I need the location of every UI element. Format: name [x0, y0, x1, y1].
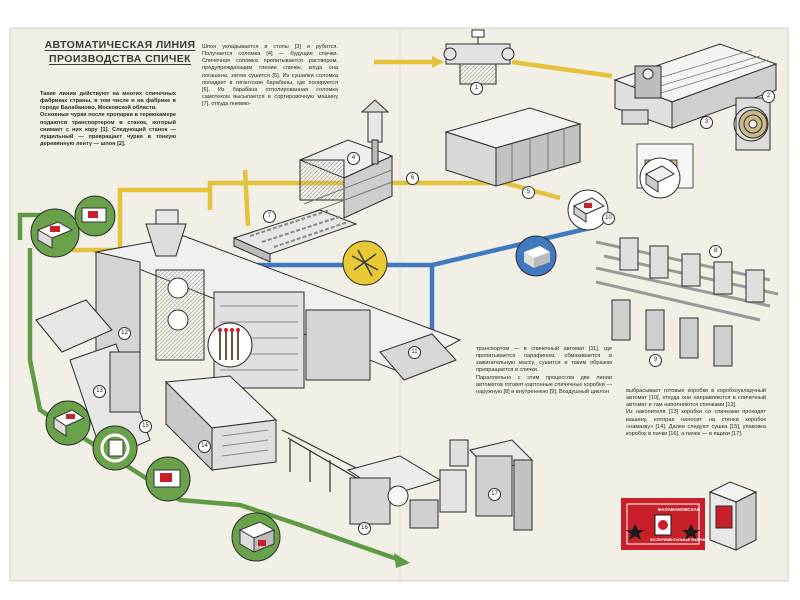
step-number-16: 16: [358, 522, 371, 535]
step-number-17: 17: [488, 488, 501, 501]
green-arrow-head: [394, 553, 410, 568]
callout-box-white-right: [567, 189, 609, 231]
factory-logo: [621, 498, 705, 550]
sorting-machine: [232, 209, 358, 263]
accumulator-conveyor: [35, 299, 151, 461]
step-number-13: 13: [93, 385, 106, 398]
crate-machine: [449, 439, 533, 531]
callout-box-green-1: [30, 208, 80, 258]
step-number-4: 4: [347, 152, 360, 165]
box-making-lines: [595, 237, 779, 367]
step-number-2: 2: [762, 90, 775, 103]
logo-text-top: БАЛАБАНОВСКАЯ: [657, 507, 701, 512]
callout-stack-white-right: [639, 157, 681, 199]
intro-text: Такие линии действуют на многих спичечны…: [40, 91, 176, 148]
process-text-right: выбрасывает готовые коробки в коробкоукл…: [626, 388, 766, 437]
matchbox-3d: [708, 481, 758, 551]
callout-straw-yellow: [342, 240, 388, 286]
callout-veneer-stack: [733, 106, 769, 142]
callout-box-green-3: [45, 400, 91, 446]
process-text-middle: транспортом — в спичечный автомат [11], …: [476, 346, 612, 395]
process-text-top: Шпон укладывается в стопы [3] и рубится.…: [202, 44, 338, 108]
packing-machine: [346, 455, 467, 529]
step-number-5: 5: [522, 186, 535, 199]
step-number-8: 8: [709, 245, 722, 258]
callout-wheel-green: [92, 425, 138, 471]
step-number-1: 1: [470, 82, 483, 95]
callout-match-white: [207, 322, 253, 368]
step-number-7: 7: [263, 210, 276, 223]
callout-box-green-4: [145, 456, 191, 502]
callout-box-blue: [515, 235, 557, 277]
step-number-12: 12: [118, 327, 131, 340]
step-number-6: 6: [406, 172, 419, 185]
step-number-14: 14: [198, 440, 211, 453]
callout-box-green-2: [74, 195, 116, 237]
step-number-3: 3: [700, 116, 713, 129]
title-line-2: ПРОИЗВОДСТВА СПИЧЕК: [49, 52, 191, 65]
drying-chamber: [444, 107, 582, 187]
yellow-arrow-head: [432, 56, 444, 68]
callout-box-green-bottom: [231, 512, 281, 562]
logo-text-bottom: ЭКСПЕРИМЕНТАЛЬНАЯ ФАБРИКА: [649, 538, 709, 542]
peeling-machine: [613, 43, 778, 129]
poster-title: АВТОМАТИЧЕСКАЯ ЛИНИЯ ПРОИЗВОДСТВА СПИЧЕК: [40, 39, 200, 66]
step-number-11: 11: [408, 346, 421, 359]
veneer-roll: [735, 97, 771, 151]
step-number-10: 10: [602, 212, 615, 225]
title-line-1: АВТОМАТИЧЕСКАЯ ЛИНИЯ: [44, 39, 196, 51]
step-number-15: 15: [139, 420, 152, 433]
conveyor-rails: [281, 429, 361, 492]
step-number-9: 9: [649, 354, 662, 367]
polishing-drums: [298, 99, 394, 219]
